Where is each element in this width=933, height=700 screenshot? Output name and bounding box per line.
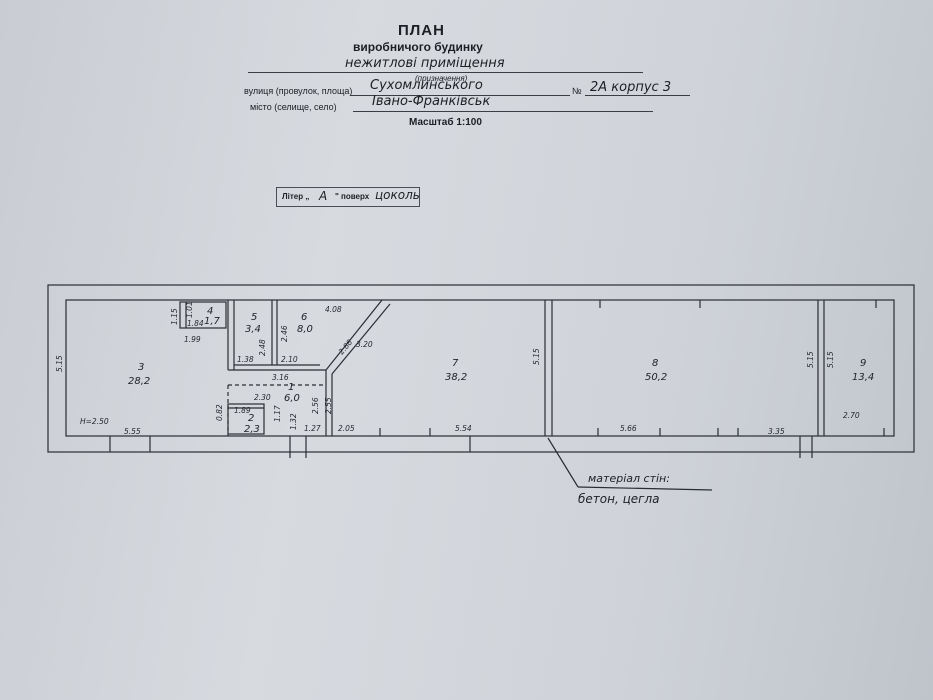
dim-label: 0.82 xyxy=(215,404,224,421)
dim-label: 1.89 xyxy=(234,406,251,415)
material-underline xyxy=(577,486,713,491)
material-label: матеріал стін: xyxy=(588,472,670,485)
room-num: 7 xyxy=(452,358,459,369)
dim-label: 1.17 xyxy=(273,405,282,422)
room-area: 2,3 xyxy=(244,424,260,435)
purpose-caption: (призначення) xyxy=(415,74,468,83)
dim-label: 2.70 xyxy=(843,411,860,420)
dim-label: 2.05 xyxy=(338,424,355,433)
dim-label: 1.84 xyxy=(187,319,204,328)
number-label: № xyxy=(572,86,582,96)
number-value: 2А корпус 3 xyxy=(590,80,672,95)
scale-label: Масштаб 1:100 xyxy=(409,117,482,128)
outer-wall xyxy=(47,284,915,453)
floor-label: " поверх xyxy=(335,192,370,201)
purpose-underline xyxy=(248,72,643,73)
room-area: 1,7 xyxy=(204,316,221,327)
room-area: 6,0 xyxy=(284,393,300,404)
street-value: Сухомлинського xyxy=(370,78,483,93)
room-area: 38,2 xyxy=(445,372,467,383)
dim-label: 3.16 xyxy=(272,373,289,382)
dim-label: 5.54 xyxy=(455,424,472,433)
city-label: місто (селище, село) xyxy=(250,102,337,112)
dim-label: 1.32 xyxy=(289,413,298,430)
liter-stamp: Літер „ А " поверх цоколь xyxy=(276,187,420,207)
room-area: 50,2 xyxy=(645,372,667,383)
room-4-outline xyxy=(179,301,227,329)
room-num: 5 xyxy=(251,312,257,323)
room-num: 8 xyxy=(652,358,658,369)
room-2-outline xyxy=(227,403,265,435)
plan-title: ПЛАН xyxy=(398,22,445,39)
dim-label: 1.15 xyxy=(170,308,179,325)
number-underline xyxy=(585,95,690,96)
liter-label: Літер „ xyxy=(282,192,310,201)
dim-label: 1.01 xyxy=(185,301,194,318)
street-underline xyxy=(350,95,570,96)
diagonal-wall xyxy=(325,299,383,371)
dim-label: 5.15 xyxy=(806,351,815,368)
floor-value: цоколь xyxy=(375,188,420,202)
room-num: 4 xyxy=(207,306,213,317)
dim-label: 5.55 xyxy=(124,427,141,436)
dim-label: 5.15 xyxy=(532,348,541,365)
dim-label: 2.55 xyxy=(324,397,333,414)
height-label: Н=2.50 xyxy=(80,417,109,426)
dim-label: 2.10 xyxy=(281,355,298,364)
dim-label: 5.15 xyxy=(55,355,64,372)
dim-label: 5.15 xyxy=(826,351,835,368)
dim-label: 1.38 xyxy=(237,355,254,364)
dim-label: 4.08 xyxy=(325,305,342,314)
room-num: 6 xyxy=(301,312,307,323)
dim-label: 1.99 xyxy=(184,335,201,344)
dim-label: 2.30 xyxy=(254,393,271,402)
dim-label: 2.56 xyxy=(311,397,320,414)
plan-subtitle: виробничого будинку xyxy=(353,40,483,54)
street-label: вулиця (провулок, площа) xyxy=(244,86,353,96)
room-area: 8,0 xyxy=(297,324,313,335)
dim-label: 3.20 xyxy=(356,340,373,349)
dim-label: 5.66 xyxy=(620,424,637,433)
diagonal-wall xyxy=(331,303,391,375)
room-labels: 3 28,2 4 1,7 5 3,4 6 8,0 1 6,0 2 2,3 7 3… xyxy=(128,306,874,435)
dimension-labels: Н=2.50 5.15 5.55 1.15 1.01 1.84 1.99 2.4… xyxy=(55,301,860,436)
dim-label: 3.35 xyxy=(768,427,785,436)
material-leader xyxy=(547,437,579,488)
purpose-value: нежитлові приміщення xyxy=(345,56,505,71)
dim-label: 2.46 xyxy=(280,325,289,342)
liter-value: А xyxy=(319,189,328,203)
dim-label: 2.48 xyxy=(258,339,267,356)
room-area: 13,4 xyxy=(852,372,874,383)
material-value: бетон, цегла xyxy=(578,492,660,506)
room-area: 3,4 xyxy=(245,324,261,335)
city-underline xyxy=(353,111,653,112)
room-num: 2 xyxy=(248,413,254,424)
room-num: 9 xyxy=(860,358,866,369)
inner-wall xyxy=(65,299,895,437)
room-num: 3 xyxy=(138,362,144,373)
dim-label: 1.27 xyxy=(304,424,321,433)
dim-label: 2.88 xyxy=(337,338,355,357)
room-area: 28,2 xyxy=(128,376,150,387)
city-value: Івано-Франківськ xyxy=(372,94,491,109)
room-num: 1 xyxy=(288,382,294,393)
